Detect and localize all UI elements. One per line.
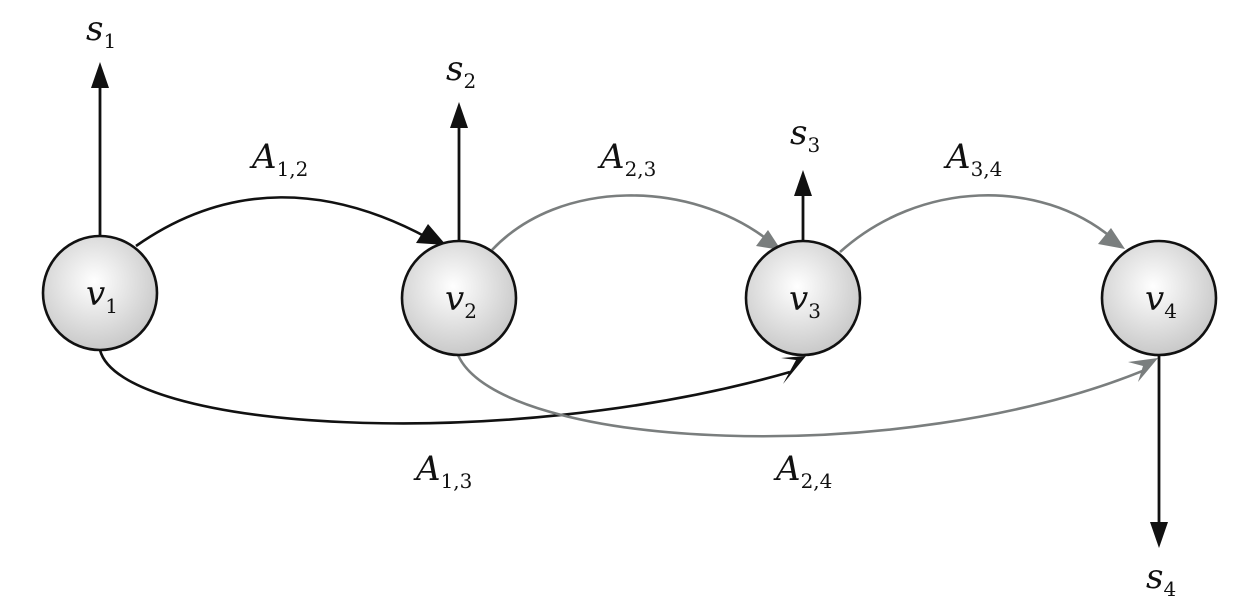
edge-a23-label: A2,3 bbox=[597, 137, 656, 181]
node-v1-label: v1 bbox=[86, 274, 118, 318]
edge-a24-arrowhead bbox=[1128, 358, 1158, 382]
output-s4-arrow bbox=[1150, 356, 1168, 548]
edge-a34-line bbox=[839, 194, 1113, 253]
edge-a34-label: A3,4 bbox=[943, 137, 1002, 181]
edge-a34-arrowhead bbox=[1098, 228, 1125, 249]
output-s2-label: s2 bbox=[446, 49, 476, 93]
edge-a24 bbox=[456, 354, 1158, 438]
edge-a34 bbox=[839, 194, 1125, 253]
node-v3-label: v3 bbox=[789, 279, 821, 323]
edge-a12-line bbox=[135, 196, 429, 248]
edge-a13-label: A1,3 bbox=[413, 449, 472, 493]
edge-a23 bbox=[491, 194, 781, 251]
edge-a23-line bbox=[491, 194, 769, 251]
node-v2-label: v2 bbox=[445, 279, 477, 323]
output-s1-label: s1 bbox=[86, 9, 116, 53]
output-s4-label: s4 bbox=[1146, 557, 1176, 601]
node-v3: v3 bbox=[744, 239, 862, 357]
edge-a12-arrowhead bbox=[416, 224, 446, 245]
edge-a23-arrowhead bbox=[756, 230, 781, 250]
edge-a24-line bbox=[456, 354, 1146, 438]
output-s3-label: s3 bbox=[790, 113, 820, 157]
node-v1: v1 bbox=[41, 234, 159, 352]
edge-a13-arrowhead bbox=[781, 356, 806, 384]
node-v4-label: v4 bbox=[1145, 279, 1177, 323]
output-s3-arrow bbox=[794, 170, 812, 242]
output-s1-arrow bbox=[91, 62, 109, 236]
edge-a24-label: A2,4 bbox=[773, 449, 832, 493]
output-s2-arrow bbox=[450, 102, 468, 242]
edge-a12 bbox=[135, 196, 446, 248]
edge-a13 bbox=[98, 349, 806, 425]
node-v2: v2 bbox=[400, 239, 518, 357]
edge-a12-label: A1,2 bbox=[249, 137, 308, 181]
node-v4: v4 bbox=[1100, 239, 1218, 357]
edge-a13-line bbox=[98, 349, 791, 425]
